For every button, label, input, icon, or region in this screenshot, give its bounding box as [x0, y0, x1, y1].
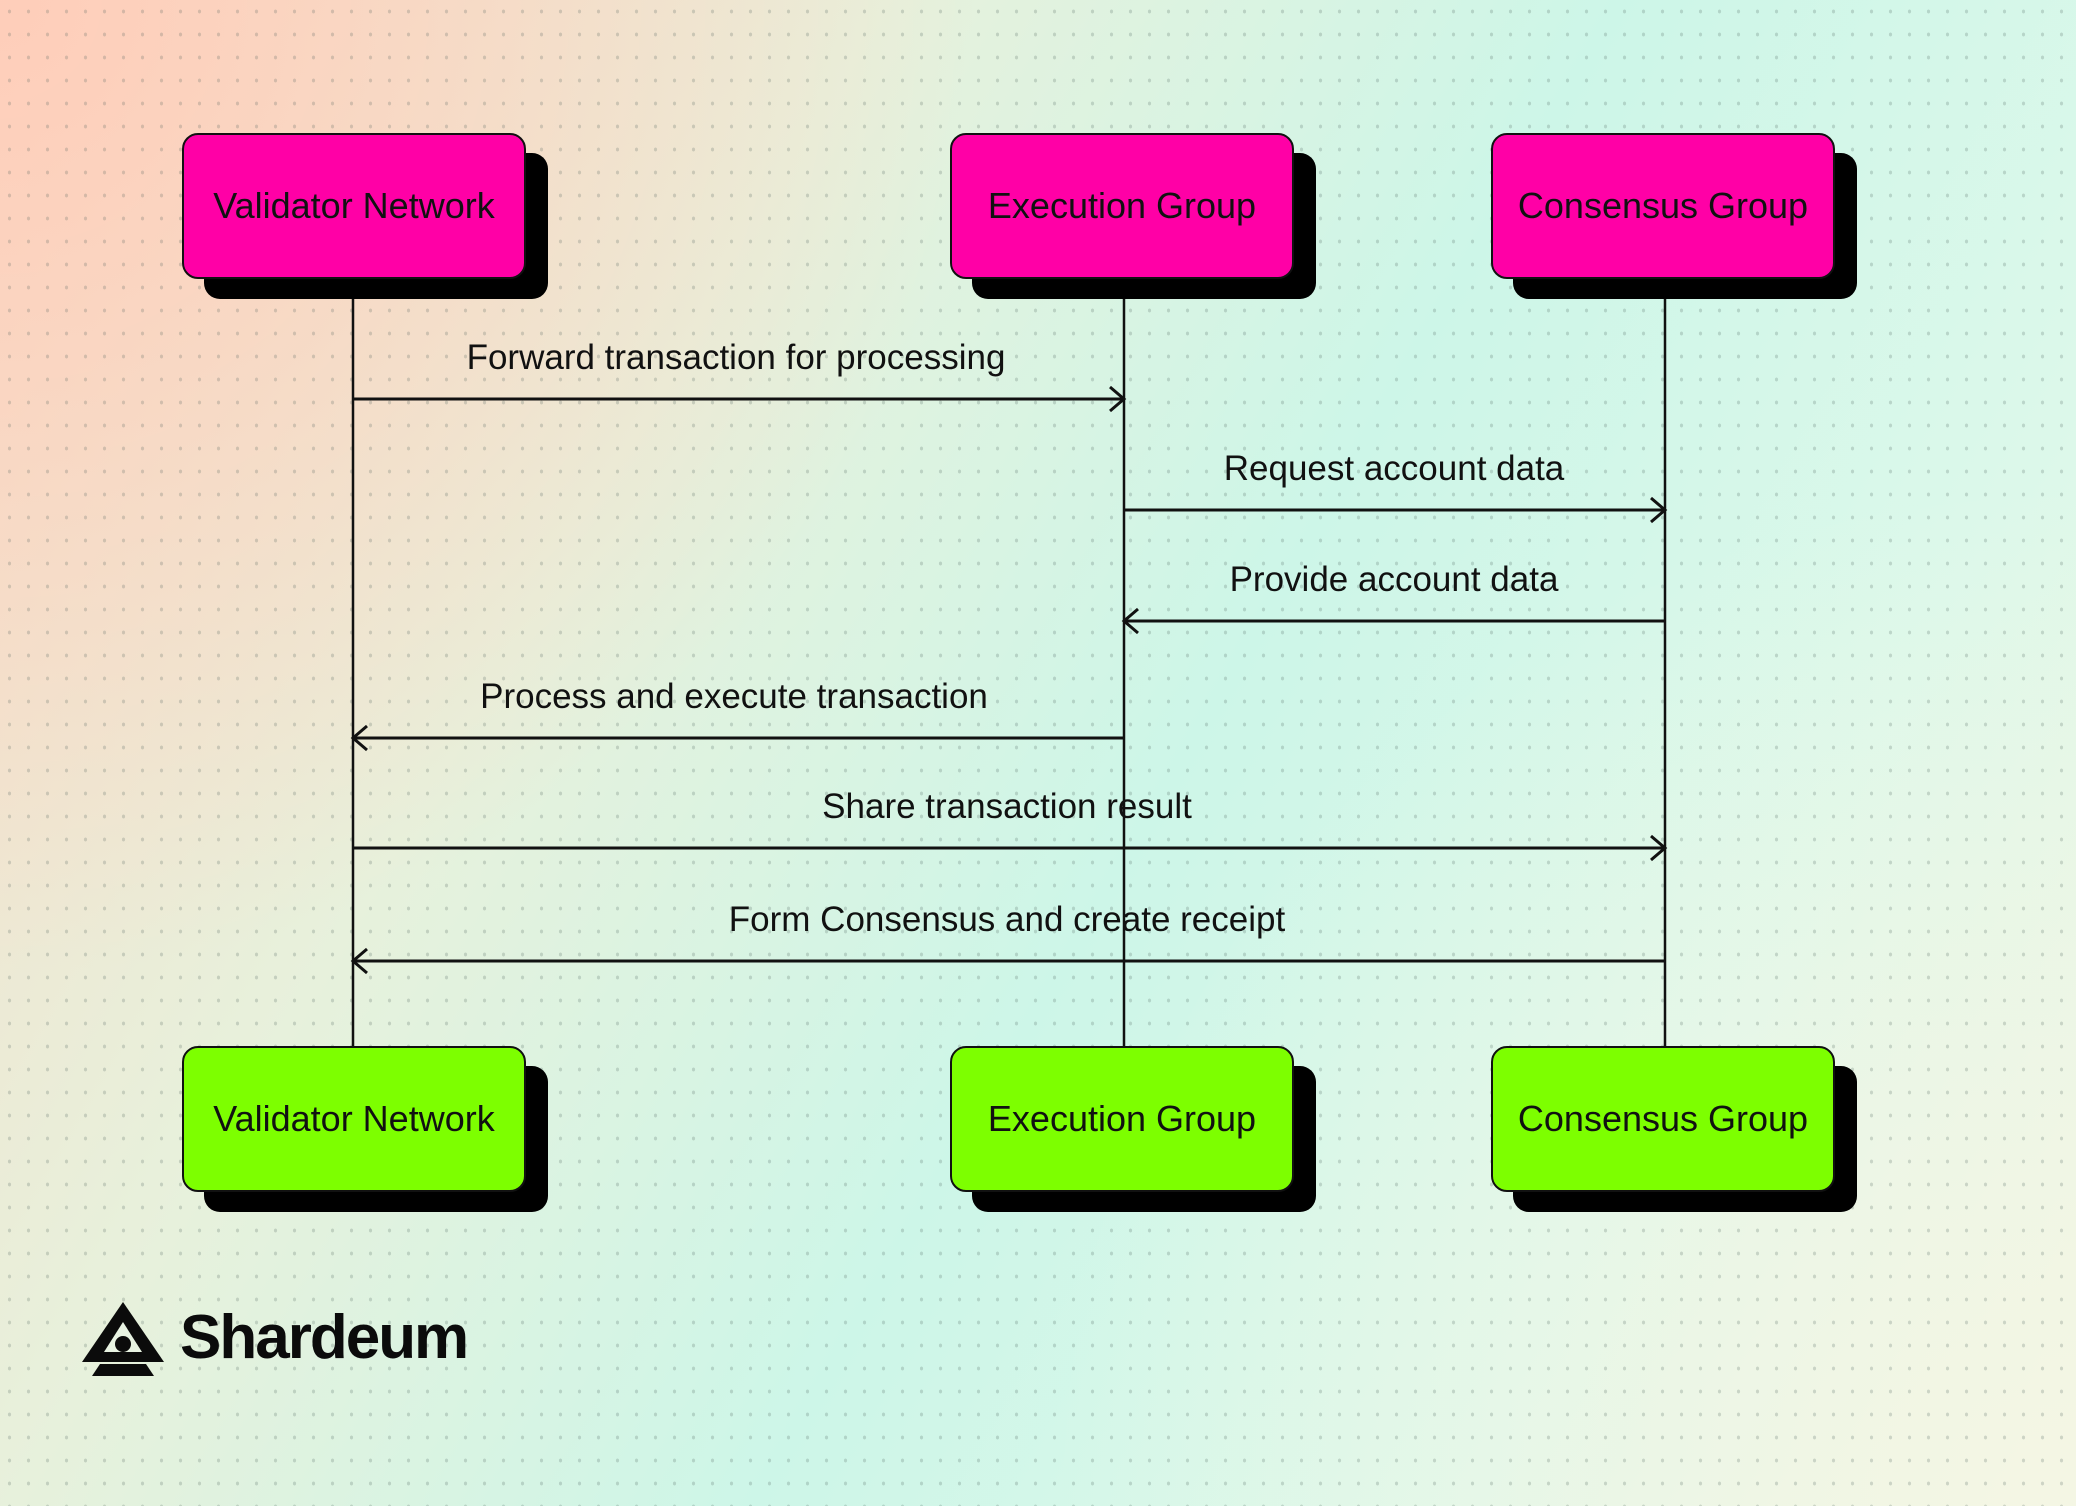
participant-label: Validator Network — [213, 185, 495, 226]
participant-label: Validator Network — [213, 1098, 495, 1139]
message-label-form-consensus: Form Consensus and create receipt — [728, 900, 1286, 939]
message-arrow-5 — [353, 834, 1668, 862]
participant-label: Execution Group — [987, 185, 1257, 226]
message-arrow-4 — [350, 724, 1124, 752]
message-arrow-1 — [353, 385, 1127, 413]
message-arrow-6 — [350, 947, 1665, 975]
participant-consensus-group-top: Consensus Group — [1491, 133, 1835, 279]
shardeum-logo-icon — [82, 1302, 164, 1376]
message-arrow-2 — [1124, 496, 1668, 524]
participant-execution-group-top: Execution Group — [950, 133, 1294, 279]
participant-validator-network-top: Validator Network — [182, 133, 526, 279]
brand-name: Shardeum — [180, 1303, 469, 1372]
participant-label: Consensus Group — [1517, 1098, 1809, 1139]
participant-execution-group-bottom: Execution Group — [950, 1046, 1294, 1192]
message-label-request-account-data: Request account data — [1223, 449, 1565, 488]
message-label-process-execute: Process and execute transaction — [480, 677, 988, 716]
message-label-share-result: Share transaction result — [822, 787, 1192, 826]
brand: Shardeum — [80, 1300, 469, 1376]
participant-validator-network-bottom: Validator Network — [182, 1046, 526, 1192]
message-label-forward-transaction: Forward transaction for processing — [466, 338, 1006, 377]
message-arrow-3 — [1121, 607, 1665, 635]
participant-consensus-group-bottom: Consensus Group — [1491, 1046, 1835, 1192]
participant-label: Execution Group — [987, 1098, 1257, 1139]
participant-label: Consensus Group — [1517, 185, 1809, 226]
message-label-provide-account-data: Provide account data — [1229, 560, 1559, 599]
